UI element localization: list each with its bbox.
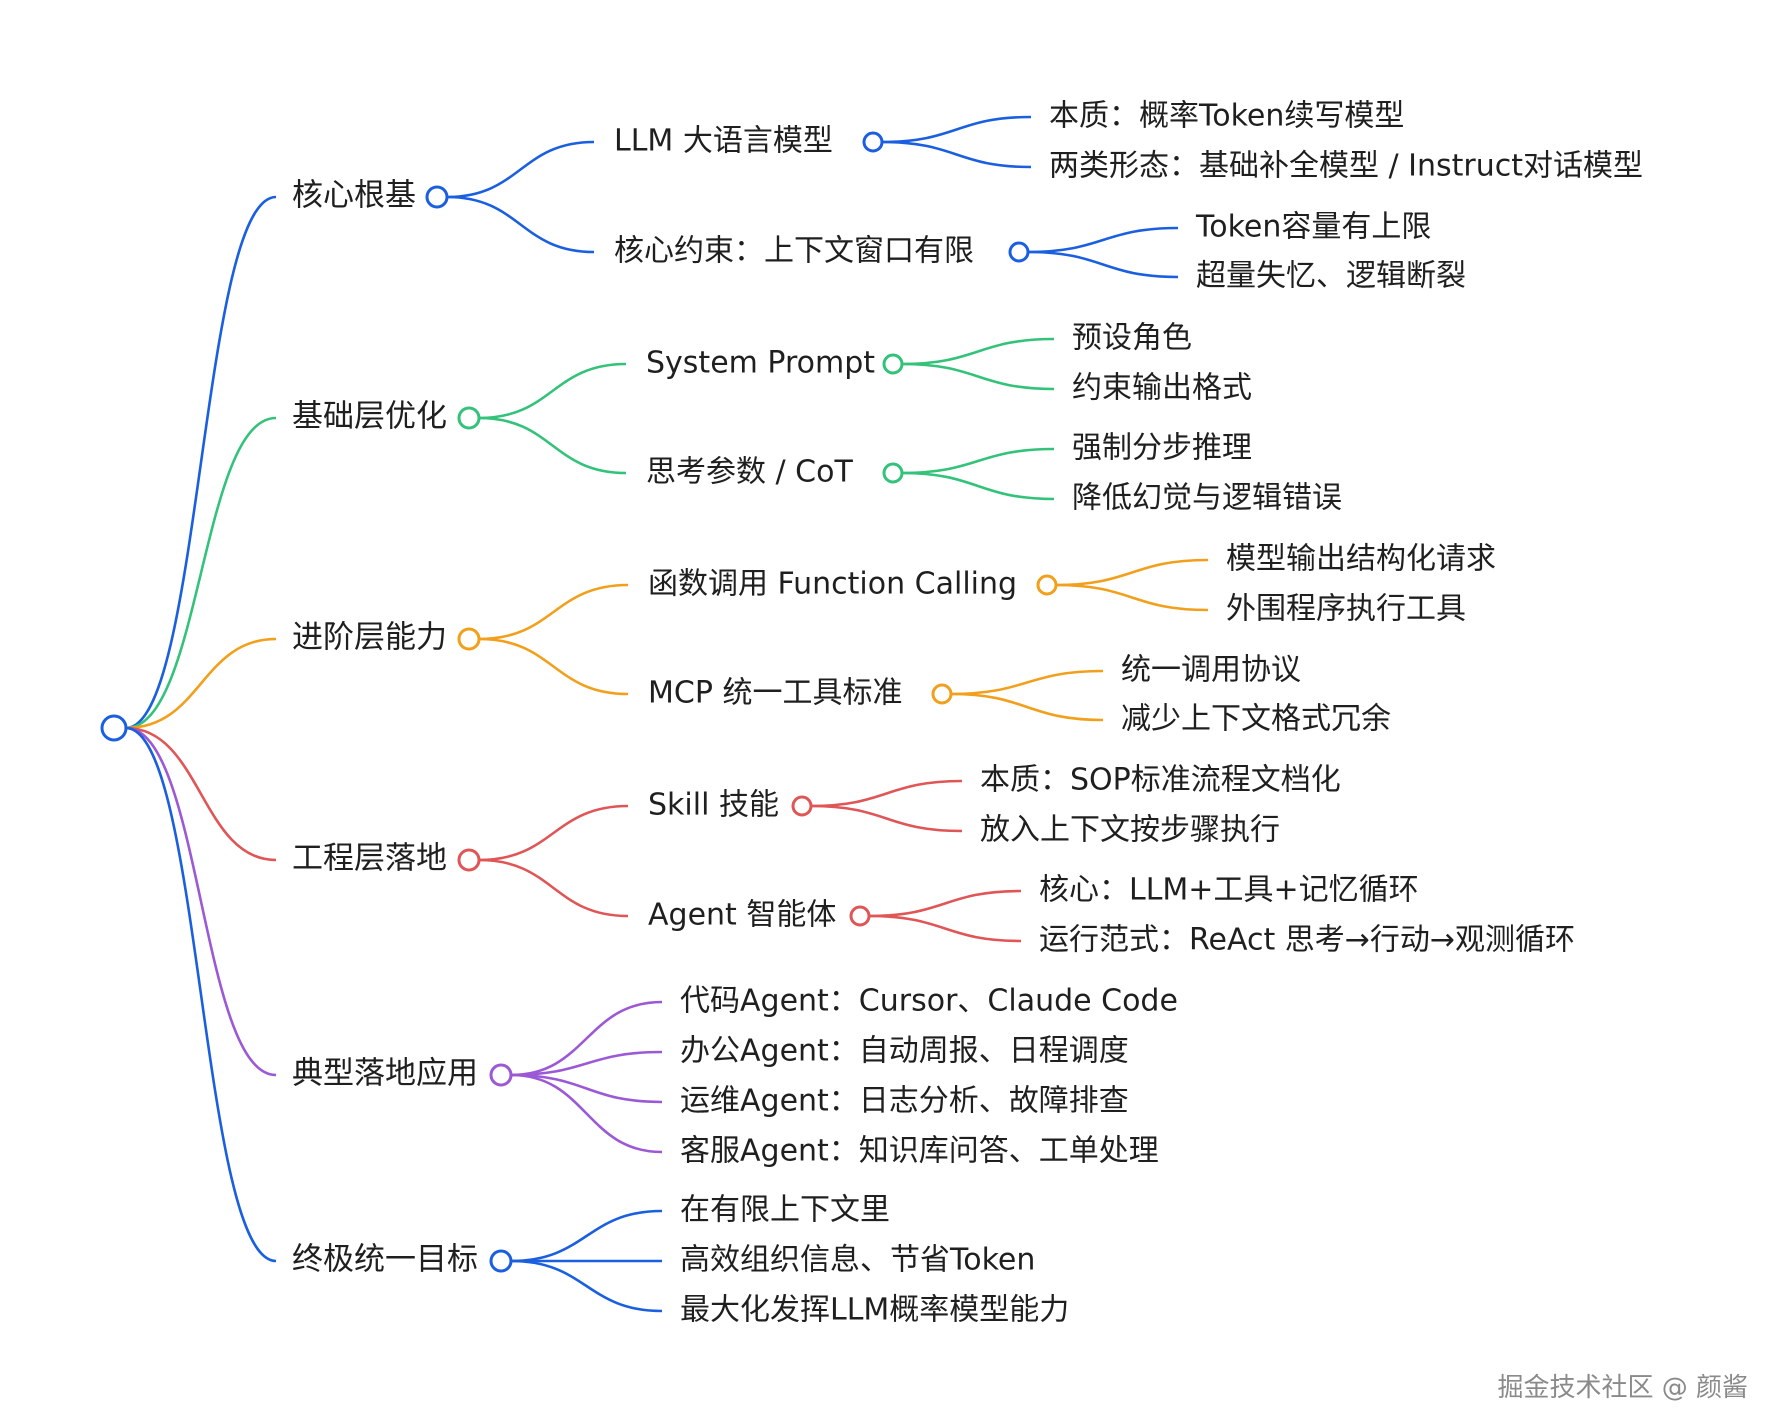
edge-sub-0-1-leaf-1 bbox=[1027, 250, 1179, 279]
sub-label-5-0[interactable]: 在有限上下文里 bbox=[680, 1193, 890, 1228]
edge-branch-2-sub-0 bbox=[478, 583, 629, 641]
leaf-label-0-1-0[interactable]: Token容量有上限 bbox=[1195, 210, 1431, 245]
edge-branch-4-sub-1 bbox=[510, 1050, 663, 1077]
edge-branch-4-sub-2 bbox=[510, 1073, 663, 1104]
edge-root-branch-4 bbox=[125, 726, 277, 1077]
branch-label-3[interactable]: 工程层落地 bbox=[292, 841, 447, 877]
sub-label-3-1[interactable]: Agent 智能体 bbox=[648, 898, 836, 933]
edge-sub-1-1-leaf-1 bbox=[901, 471, 1055, 501]
sub-node-1-1[interactable] bbox=[882, 462, 904, 484]
leaf-label-1-0-1[interactable]: 约束输出格式 bbox=[1072, 371, 1252, 406]
branch-label-1[interactable]: 基础层优化 bbox=[292, 399, 447, 435]
leaf-label-0-0-0[interactable]: 本质：概率Token续写模型 bbox=[1049, 99, 1404, 134]
branch-node-2[interactable] bbox=[457, 627, 481, 651]
sub-label-5-1[interactable]: 高效组织信息、节省Token bbox=[680, 1243, 1035, 1278]
leaf-label-0-0-1[interactable]: 两类形态：基础补全模型 / Instruct对话模型 bbox=[1049, 149, 1643, 184]
mindmap-edges bbox=[125, 115, 1209, 1313]
sub-label-5-2[interactable]: 最大化发挥LLM概率模型能力 bbox=[680, 1293, 1069, 1328]
edge-root-branch-0 bbox=[125, 195, 277, 730]
edge-sub-3-1-leaf-0 bbox=[868, 889, 1022, 918]
sub-label-2-1[interactable]: MCP 统一工具标准 bbox=[648, 676, 902, 711]
edge-branch-4-sub-0 bbox=[510, 1000, 663, 1077]
edge-root-branch-5 bbox=[125, 726, 277, 1263]
sub-node-1-0[interactable] bbox=[882, 353, 904, 375]
edge-sub-2-1-leaf-1 bbox=[950, 692, 1104, 722]
edge-sub-0-0-leaf-1 bbox=[881, 140, 1032, 169]
sub-label-4-2[interactable]: 运维Agent：日志分析、故障排查 bbox=[680, 1084, 1129, 1119]
edge-branch-1-sub-1 bbox=[478, 416, 627, 475]
leaf-label-2-1-1[interactable]: 减少上下文格式冗余 bbox=[1121, 702, 1391, 737]
edge-sub-2-0-leaf-1 bbox=[1055, 583, 1209, 612]
sub-label-4-0[interactable]: 代码Agent：Cursor、Claude Code bbox=[680, 984, 1178, 1019]
edge-sub-1-1-leaf-0 bbox=[901, 447, 1055, 475]
edge-branch-3-sub-1 bbox=[478, 858, 629, 918]
sub-label-2-0[interactable]: 函数调用 Function Calling bbox=[648, 567, 1017, 602]
branch-node-3[interactable] bbox=[457, 848, 481, 872]
edge-sub-1-0-leaf-1 bbox=[901, 362, 1055, 391]
edge-sub-0-1-leaf-0 bbox=[1027, 226, 1179, 254]
branch-node-5[interactable] bbox=[489, 1249, 513, 1273]
leaf-label-3-0-0[interactable]: 本质：SOP标准流程文档化 bbox=[980, 763, 1341, 798]
sub-label-1-1[interactable]: 思考参数 / CoT bbox=[646, 455, 853, 490]
branch-label-5[interactable]: 终极统一目标 bbox=[292, 1242, 478, 1278]
edge-sub-2-0-leaf-0 bbox=[1055, 558, 1209, 587]
leaf-label-1-1-1[interactable]: 降低幻觉与逻辑错误 bbox=[1072, 481, 1342, 516]
sub-node-2-0[interactable] bbox=[1036, 574, 1058, 596]
sub-node-0-0[interactable] bbox=[862, 131, 884, 153]
edge-branch-3-sub-0 bbox=[478, 804, 629, 862]
leaf-label-0-1-1[interactable]: 超量失忆、逻辑断裂 bbox=[1196, 259, 1466, 294]
sub-node-3-0[interactable] bbox=[791, 795, 813, 817]
leaf-label-1-0-0[interactable]: 预设角色 bbox=[1072, 321, 1192, 356]
sub-node-3-1[interactable] bbox=[849, 905, 871, 927]
sub-node-2-1[interactable] bbox=[931, 683, 953, 705]
edge-branch-5-sub-0 bbox=[510, 1209, 663, 1263]
branch-node-1[interactable] bbox=[457, 406, 481, 430]
branch-label-0[interactable]: 核心根基 bbox=[292, 178, 416, 214]
leaf-label-3-0-1[interactable]: 放入上下文按步骤执行 bbox=[980, 813, 1280, 848]
branch-node-0[interactable] bbox=[425, 185, 449, 209]
leaf-label-3-1-0[interactable]: 核心：LLM+工具+记忆循环 bbox=[1039, 873, 1419, 908]
edge-sub-0-0-leaf-0 bbox=[881, 115, 1032, 144]
leaf-label-1-1-0[interactable]: 强制分步推理 bbox=[1072, 431, 1252, 466]
branch-label-4[interactable]: 典型落地应用 bbox=[292, 1056, 478, 1092]
edge-root-branch-1 bbox=[125, 416, 277, 730]
leaf-label-2-1-0[interactable]: 统一调用协议 bbox=[1121, 653, 1301, 688]
sub-label-3-0[interactable]: Skill 技能 bbox=[648, 788, 779, 823]
edge-branch-4-sub-3 bbox=[510, 1073, 663, 1154]
leaf-label-3-1-1[interactable]: 运行范式：ReAct 思考→行动→观测循环 bbox=[1039, 923, 1575, 958]
sub-label-4-1[interactable]: 办公Agent：自动周报、日程调度 bbox=[680, 1034, 1129, 1069]
branch-node-4[interactable] bbox=[489, 1063, 513, 1087]
leaf-label-2-0-0[interactable]: 模型输出结构化请求 bbox=[1226, 542, 1496, 577]
leaf-label-2-0-1[interactable]: 外围程序执行工具 bbox=[1226, 592, 1466, 627]
sub-node-0-1[interactable] bbox=[1008, 241, 1030, 263]
watermark: 掘金技术社区 @ 颜酱 bbox=[1497, 1373, 1748, 1403]
sub-label-0-1[interactable]: 核心约束：上下文窗口有限 bbox=[614, 234, 974, 269]
edge-branch-5-sub-2 bbox=[510, 1259, 663, 1313]
edge-root-branch-2 bbox=[125, 637, 277, 730]
sub-label-1-0[interactable]: System Prompt bbox=[646, 346, 875, 381]
edge-branch-0-sub-1 bbox=[446, 195, 595, 254]
branch-label-2[interactable]: 进阶层能力 bbox=[292, 620, 447, 656]
root-node[interactable] bbox=[100, 714, 128, 742]
edge-sub-2-1-leaf-0 bbox=[950, 669, 1104, 696]
edge-root-branch-3 bbox=[125, 726, 277, 862]
edge-sub-3-1-leaf-1 bbox=[868, 914, 1022, 943]
edge-branch-2-sub-1 bbox=[478, 637, 629, 696]
edge-branch-0-sub-0 bbox=[446, 140, 595, 199]
edge-sub-3-0-leaf-0 bbox=[810, 779, 963, 808]
edge-sub-1-0-leaf-0 bbox=[901, 337, 1055, 366]
sub-label-4-3[interactable]: 客服Agent：知识库问答、工单处理 bbox=[680, 1134, 1159, 1169]
edge-sub-3-0-leaf-1 bbox=[810, 804, 963, 833]
sub-label-0-0[interactable]: LLM 大语言模型 bbox=[614, 124, 833, 159]
edge-branch-1-sub-0 bbox=[478, 362, 627, 420]
